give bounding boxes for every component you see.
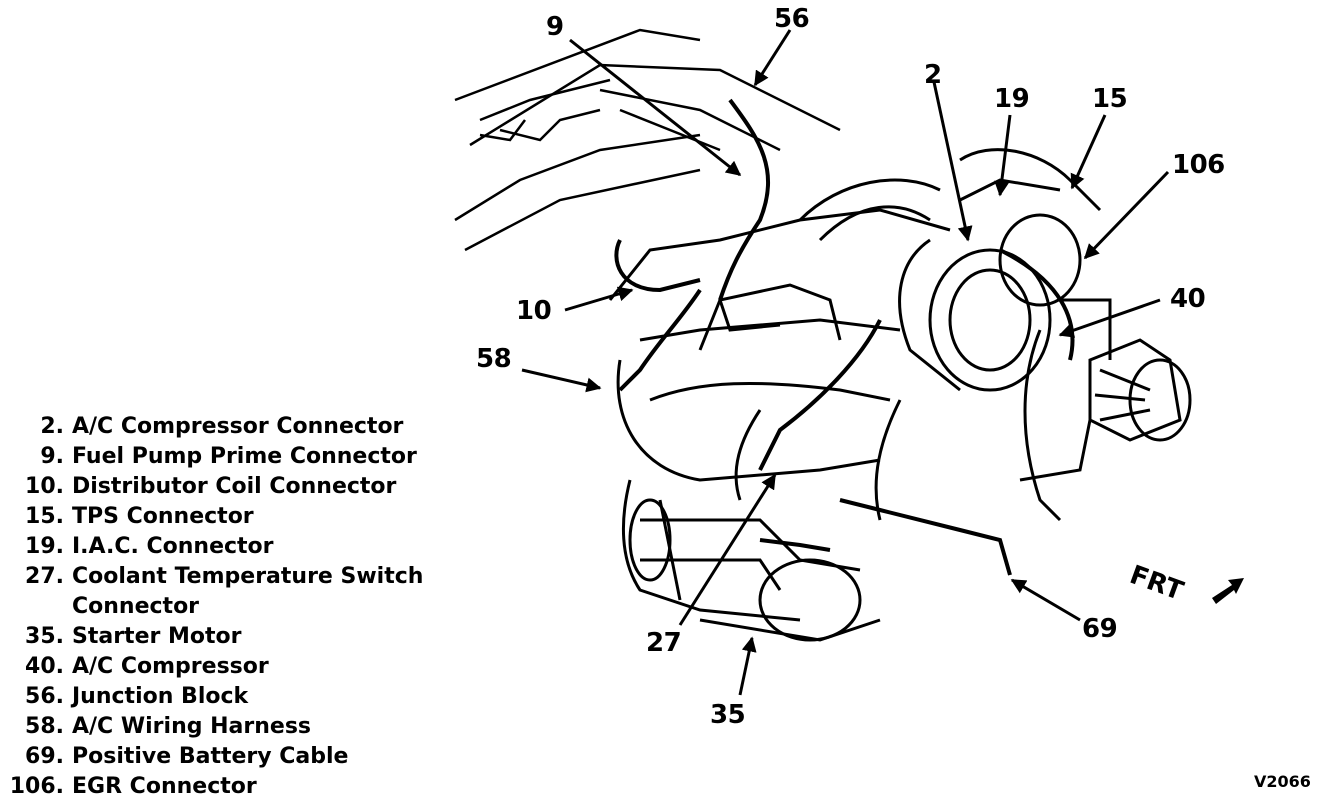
legend-text: Junction Block: [72, 684, 249, 709]
starter-motor-drawing: [628, 498, 881, 642]
legend-item: 19. I.A.C. Connector: [4, 532, 464, 562]
legend-number: 40.: [25, 654, 64, 679]
legend-number: 10.: [25, 474, 64, 499]
legend-item-continuation: Connector: [4, 592, 464, 622]
legend-number: 9.: [40, 444, 64, 469]
legend-item: 106. EGR Connector: [4, 772, 464, 802]
callout-9: 9: [546, 12, 564, 42]
legend-item: 27. Coolant Temperature Switch: [4, 562, 464, 592]
callout-35: 35: [710, 700, 746, 730]
legend-number: 27.: [25, 564, 64, 589]
callout-40: 40: [1170, 284, 1206, 314]
callout-15: 15: [1092, 84, 1128, 114]
legend-item: 15. TPS Connector: [4, 502, 464, 532]
callout-106: 106: [1172, 150, 1225, 180]
legend-text: Coolant Temperature Switch: [72, 564, 424, 589]
callout-58: 58: [476, 344, 512, 374]
legend-number: 15.: [25, 504, 64, 529]
callout-19: 19: [994, 84, 1030, 114]
wiring-harness: [614, 98, 1075, 576]
legend-text: Positive Battery Cable: [72, 744, 349, 769]
legend-number: 19.: [25, 534, 64, 559]
legend-item: 58. A/C Wiring Harness: [4, 712, 464, 742]
legend-text: Connector: [72, 594, 200, 619]
legend-text: Distributor Coil Connector: [72, 474, 397, 499]
callout-27: 27: [646, 628, 682, 658]
legend-number: 2.: [40, 414, 64, 439]
legend-number: 69.: [25, 744, 64, 769]
throttle-body: [898, 148, 1102, 392]
callout-2: 2: [924, 60, 942, 90]
parts-legend: 2. A/C Compressor Connector 9. Fuel Pump…: [4, 412, 464, 802]
legend-item: 10. Distributor Coil Connector: [4, 472, 464, 502]
legend-text: TPS Connector: [72, 504, 254, 529]
legend-text: Starter Motor: [72, 624, 242, 649]
legend-text: A/C Compressor: [72, 654, 269, 679]
leader-lines: [521, 29, 1170, 696]
legend-text: I.A.C. Connector: [72, 534, 274, 559]
callout-10: 10: [516, 296, 552, 326]
legend-item: 9. Fuel Pump Prime Connector: [4, 442, 464, 472]
hood-outline: [454, 28, 841, 252]
figure-code: V2066: [1254, 772, 1311, 791]
legend-item: 35. Starter Motor: [4, 622, 464, 652]
callout-56: 56: [774, 4, 810, 34]
legend-text: Fuel Pump Prime Connector: [72, 444, 417, 469]
front-direction-arrow: [1212, 578, 1244, 604]
ac-compressor-drawing: [1019, 298, 1192, 522]
legend-text: A/C Compressor Connector: [72, 414, 404, 439]
legend-number: 35.: [25, 624, 64, 649]
legend-text: A/C Wiring Harness: [72, 714, 312, 739]
legend-item: 40. A/C Compressor: [4, 652, 464, 682]
engine-block: [608, 178, 951, 622]
legend-item: 2. A/C Compressor Connector: [4, 412, 464, 442]
legend-number: 106.: [9, 774, 64, 799]
legend-number: 56.: [25, 684, 64, 709]
legend-item: 69. Positive Battery Cable: [4, 742, 464, 772]
legend-number: 58.: [25, 714, 64, 739]
legend-item: 56. Junction Block: [4, 682, 464, 712]
callout-69: 69: [1082, 614, 1118, 644]
legend-text: EGR Connector: [72, 774, 257, 799]
